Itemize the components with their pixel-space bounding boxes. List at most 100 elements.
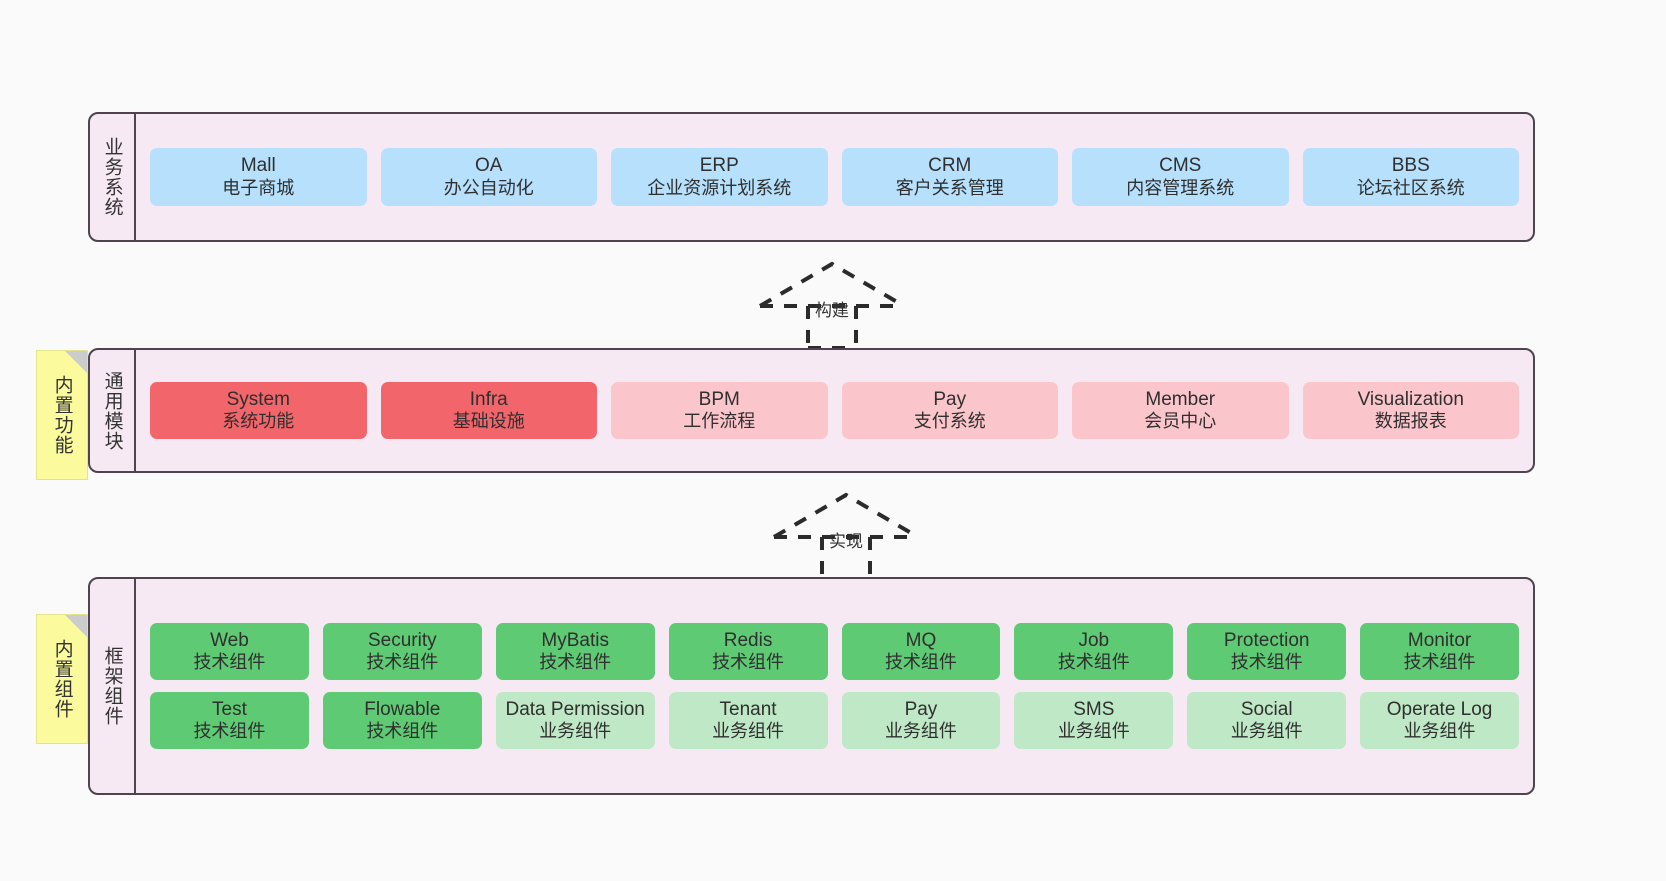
node-row: System 系统功能 Infra 基础设施 BPM 工作流程 Pay 支付系统…	[150, 381, 1519, 440]
sticky-fold-corner	[65, 351, 87, 373]
node-erp[interactable]: ERP 企业资源计划系统	[611, 148, 828, 206]
node-subtitle: 支付系统	[913, 411, 986, 432]
node-row: Test 技术组件 Flowable 技术组件 Data Permission …	[150, 692, 1519, 750]
node-subtitle: 技术组件	[193, 652, 266, 673]
node-title: Infra	[469, 388, 508, 410]
layer-framework-component: 框架组件 Web 技术组件 Security 技术组件 MyBatis 技术组件…	[88, 577, 1535, 795]
node-title: SMS	[1073, 699, 1115, 720]
node-title: Test	[212, 699, 247, 720]
node-title: OA	[475, 155, 503, 177]
node-title: BBS	[1391, 155, 1430, 177]
node-crm[interactable]: CRM 客户关系管理	[841, 148, 1058, 206]
node-title: Redis	[723, 629, 773, 651]
node-social[interactable]: Social 业务组件	[1187, 692, 1347, 750]
node-subtitle: 业务组件	[1230, 721, 1303, 742]
connector-build: 构建	[752, 258, 912, 350]
node-bpm[interactable]: BPM 工作流程	[611, 381, 828, 440]
node-mq[interactable]: MQ 技术组件	[841, 622, 1001, 680]
node-subtitle: 论坛社区系统	[1356, 177, 1465, 198]
node-title: MyBatis	[541, 629, 609, 651]
node-title: Tenant	[719, 699, 777, 720]
node-subtitle: 办公自动化	[443, 177, 534, 198]
node-title: Pay	[904, 699, 938, 720]
node-subtitle: 业务组件	[1403, 721, 1476, 742]
node-mybatis[interactable]: MyBatis 技术组件	[495, 622, 655, 680]
node-subtitle: 技术组件	[712, 652, 785, 673]
node-subtitle: 技术组件	[366, 721, 439, 742]
node-subtitle: 业务组件	[884, 721, 957, 742]
sticky-note-label: 内置组件	[51, 639, 73, 719]
node-subtitle: 技术组件	[1057, 652, 1130, 673]
node-subtitle: 工作流程	[683, 411, 756, 432]
node-member[interactable]: Member 会员中心	[1072, 381, 1289, 440]
node-row: Web 技术组件 Security 技术组件 MyBatis 技术组件 Redi…	[150, 622, 1519, 680]
layer-body-common-module: System 系统功能 Infra 基础设施 BPM 工作流程 Pay 支付系统…	[136, 350, 1533, 471]
connector-implement-label: 实现	[829, 532, 863, 551]
sticky-note-builtin-function: 内置功能	[36, 350, 88, 480]
node-title: Job	[1078, 629, 1110, 651]
node-title: Flowable	[364, 699, 441, 720]
connector-implement: 实现	[766, 489, 926, 581]
node-test[interactable]: Test 技术组件	[150, 692, 309, 750]
node-subtitle: 技术组件	[193, 721, 266, 742]
node-subtitle: 技术组件	[884, 652, 957, 673]
node-web[interactable]: Web 技术组件	[150, 622, 309, 680]
node-title: Protection	[1223, 629, 1310, 651]
node-title: BPM	[698, 388, 740, 410]
node-title: CRM	[928, 155, 972, 177]
node-mall[interactable]: Mall 电子商城	[150, 148, 367, 206]
node-monitor[interactable]: Monitor 技术组件	[1360, 622, 1519, 680]
node-sms[interactable]: SMS 业务组件	[1014, 692, 1174, 750]
node-cms[interactable]: CMS 内容管理系统	[1072, 148, 1289, 206]
sticky-note-label: 内置功能	[51, 375, 73, 455]
node-title: System	[226, 388, 290, 410]
node-subtitle: 基础设施	[452, 411, 525, 432]
node-title: ERP	[699, 155, 739, 177]
node-redis[interactable]: Redis 技术组件	[668, 622, 828, 680]
layer-caption-business-system: 业务系统	[90, 114, 136, 240]
layer-business-system: 业务系统 Mall 电子商城 OA 办公自动化 ERP 企业资源计划系统 CRM…	[88, 112, 1535, 242]
node-subtitle: 技术组件	[539, 652, 612, 673]
layer-common-module: 通用模块 System 系统功能 Infra 基础设施 BPM 工作流程 Pay…	[88, 348, 1535, 473]
node-pay-component[interactable]: Pay 业务组件	[841, 692, 1001, 750]
node-title: Data Permission	[505, 699, 645, 720]
node-title: Security	[367, 629, 437, 651]
node-title: Pay	[933, 388, 967, 410]
node-operate-log[interactable]: Operate Log 业务组件	[1360, 692, 1519, 750]
node-title: Monitor	[1407, 629, 1472, 651]
node-subtitle: 系统功能	[222, 411, 295, 432]
node-subtitle: 技术组件	[366, 652, 439, 673]
node-subtitle: 技术组件	[1230, 652, 1303, 673]
node-subtitle: 业务组件	[539, 721, 612, 742]
implement-arrow-icon	[772, 492, 920, 581]
node-subtitle: 技术组件	[1403, 652, 1476, 673]
node-data-permission[interactable]: Data Permission 业务组件	[495, 692, 655, 750]
node-subtitle: 业务组件	[1057, 721, 1130, 742]
node-oa[interactable]: OA 办公自动化	[380, 148, 597, 206]
node-job[interactable]: Job 技术组件	[1014, 622, 1174, 680]
node-title: Visualization	[1357, 388, 1464, 410]
node-title: Web	[210, 629, 249, 651]
node-subtitle: 数据报表	[1374, 411, 1447, 432]
node-tenant[interactable]: Tenant 业务组件	[668, 692, 828, 750]
node-subtitle: 内容管理系统	[1126, 177, 1235, 198]
node-flowable[interactable]: Flowable 技术组件	[322, 692, 482, 750]
node-infra[interactable]: Infra 基础设施	[380, 381, 597, 440]
node-subtitle: 业务组件	[712, 721, 785, 742]
node-bbs[interactable]: BBS 论坛社区系统	[1302, 148, 1519, 206]
sticky-note-builtin-component: 内置组件	[36, 614, 88, 744]
node-title: Operate Log	[1386, 699, 1493, 720]
node-visualization[interactable]: Visualization 数据报表	[1302, 381, 1519, 440]
layer-body-framework-component: Web 技术组件 Security 技术组件 MyBatis 技术组件 Redi…	[136, 579, 1533, 793]
node-title: Social	[1240, 699, 1293, 720]
node-title: CMS	[1159, 155, 1202, 177]
node-system[interactable]: System 系统功能	[150, 381, 367, 440]
node-title: Member	[1145, 388, 1216, 410]
node-protection[interactable]: Protection 技术组件	[1187, 622, 1347, 680]
node-security[interactable]: Security 技术组件	[322, 622, 482, 680]
layer-caption-common-module: 通用模块	[90, 350, 136, 471]
layer-caption-framework-component: 框架组件	[90, 579, 136, 793]
connector-build-label: 构建	[815, 301, 849, 320]
node-pay-module[interactable]: Pay 支付系统	[841, 381, 1058, 440]
node-title: MQ	[905, 629, 937, 651]
